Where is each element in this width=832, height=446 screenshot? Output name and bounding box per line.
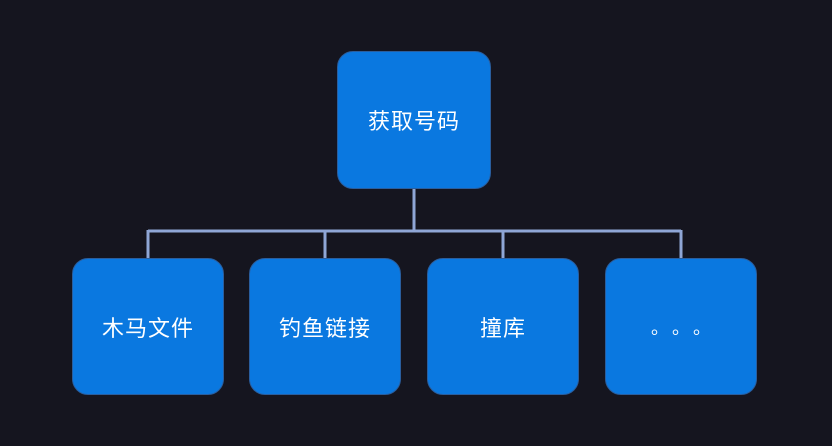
- child-node-phishing-link: 钓鱼链接: [249, 258, 401, 395]
- child-node-trojan-file: 木马文件: [72, 258, 224, 395]
- root-node: 获取号码: [337, 51, 491, 189]
- child-node-label: 。。。: [651, 317, 723, 339]
- child-node-credential-stuffing: 撞库: [427, 258, 579, 395]
- child-node-label: 钓鱼链接: [278, 316, 371, 342]
- child-node-label: 撞库: [479, 316, 526, 342]
- child-node-label: 木马文件: [101, 316, 194, 342]
- root-node-label: 获取号码: [367, 110, 460, 135]
- child-node-ellipsis: 。。。: [605, 258, 757, 395]
